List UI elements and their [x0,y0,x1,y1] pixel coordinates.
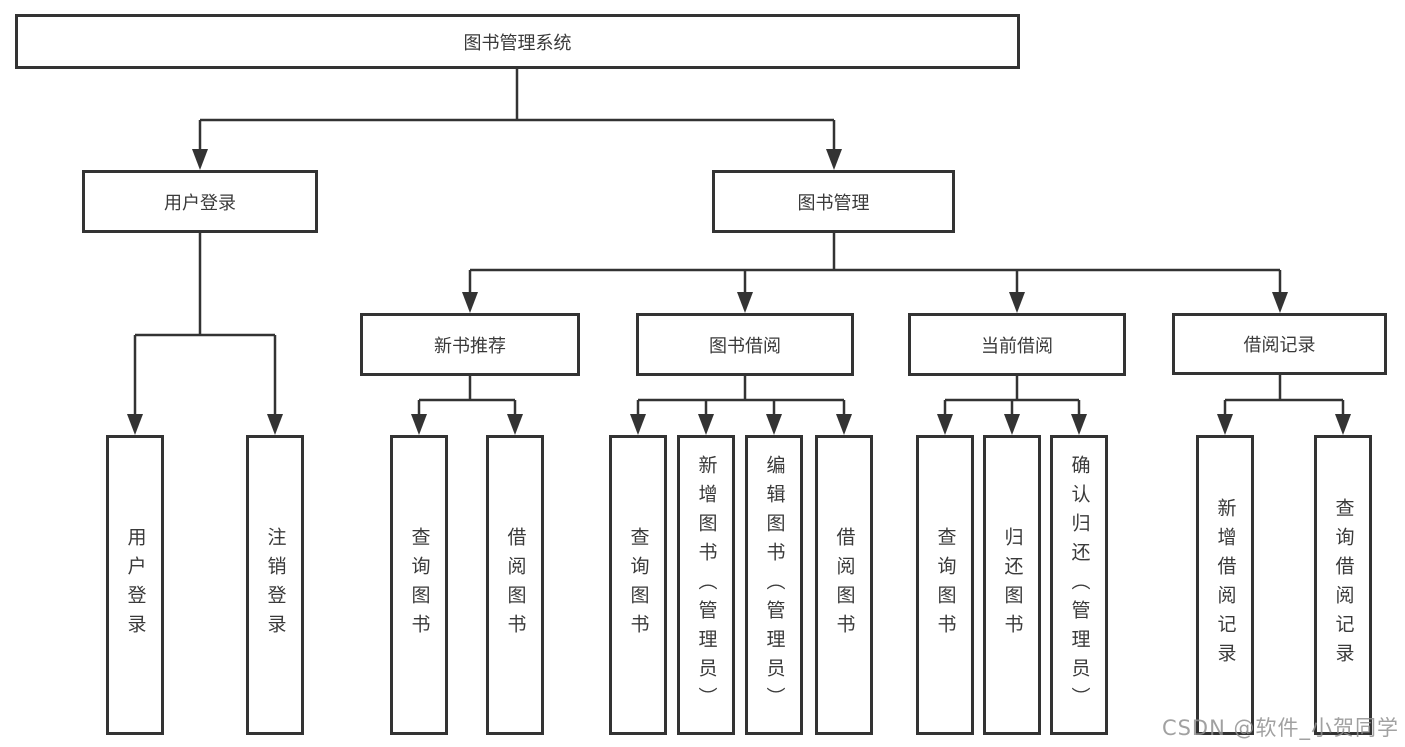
node-book-borrow: 图书借阅 [636,313,854,376]
leaf-logout-login-label: 注销登录 [264,527,287,643]
leaf-borrow-books-borrow: 借阅图书 [815,435,873,735]
leaf-query-books-borrow-label: 查询图书 [627,527,650,643]
node-current-borrow-label: 当前借阅 [981,335,1053,357]
leaf-query-books-current: 查询图书 [916,435,974,735]
node-borrow-records-label: 借阅记录 [1243,335,1316,356]
node-user-login-label: 用户登录 [164,192,236,214]
arrowhead [267,414,283,435]
connector-root-bus [198,69,836,152]
node-new-book-recommend-label: 新书推荐 [434,335,506,357]
node-book-management-label: 图书管理 [797,192,870,214]
leaf-add-borrow-record-label: 新增借阅记录 [1214,498,1237,672]
node-new-book-recommend: 新书推荐 [360,313,580,376]
arrowhead [507,414,523,435]
arrowhead [826,149,842,170]
arrowhead [1272,292,1288,313]
arrowhead [1335,414,1351,435]
leaf-borrow-books-borrow-label: 借阅图书 [833,527,856,643]
connector-book-management-bus [468,233,1282,296]
arrowhead [1009,292,1025,313]
arrowhead [462,292,478,313]
node-current-borrow: 当前借阅 [908,313,1126,376]
leaf-query-borrow-record: 查询借阅记录 [1314,435,1372,735]
leaf-return-books: 归还图书 [983,435,1041,735]
arrowhead [127,414,143,435]
leaf-edit-book-admin: 编辑图书（管理员） [745,435,803,735]
leaf-query-borrow-record-label: 查询借阅记录 [1332,498,1355,672]
leaf-add-book-admin-label: 新增图书（管理员） [695,454,718,716]
leaf-confirm-return-admin-label: 确认归还（管理员） [1068,454,1091,716]
node-root-label: 图书管理系统 [463,32,572,54]
leaf-query-books-borrow: 查询图书 [609,435,667,735]
arrowhead [192,149,208,170]
arrowhead [630,414,646,435]
leaf-user-login: 用户登录 [106,435,164,735]
leaf-user-login-label: 用户登录 [124,527,147,643]
arrowhead [1071,414,1087,435]
arrowhead [1217,414,1233,435]
node-user-login: 用户登录 [82,170,318,233]
leaf-return-books-label: 归还图书 [1001,527,1024,643]
arrowhead [937,414,953,435]
leaf-confirm-return-admin: 确认归还（管理员） [1050,435,1108,735]
leaf-borrow-books-recommend-label: 借阅图书 [504,527,527,643]
connector-current-borrow-bus [943,376,1081,417]
leaf-query-books-recommend-label: 查询图书 [408,527,431,643]
arrowhead [411,414,427,435]
connector-new-book-bus [417,376,517,417]
arrowhead [737,292,753,313]
arrowhead [698,414,714,435]
node-borrow-records: 借阅记录 [1172,313,1387,375]
leaf-query-books-current-label: 查询图书 [934,527,957,643]
leaf-add-borrow-record: 新增借阅记录 [1196,435,1254,735]
connector-book-borrow-bus [636,376,846,417]
node-book-management: 图书管理 [712,170,955,233]
connector-borrow-records-bus [1223,375,1345,417]
leaf-query-books-recommend: 查询图书 [390,435,448,735]
leaf-add-book-admin: 新增图书（管理员） [677,435,735,735]
arrowhead [766,414,782,435]
csdn-watermark: CSDN @软件_小贺同学 [1161,716,1399,740]
node-root: 图书管理系统 [15,14,1020,69]
leaf-borrow-books-recommend: 借阅图书 [486,435,544,735]
leaf-logout-login: 注销登录 [246,435,304,735]
node-book-borrow-label: 图书借阅 [709,335,781,357]
leaf-edit-book-admin-label: 编辑图书（管理员） [763,454,786,716]
arrowhead [1004,414,1020,435]
arrowhead [836,414,852,435]
connector-user-login-bus [133,233,277,417]
